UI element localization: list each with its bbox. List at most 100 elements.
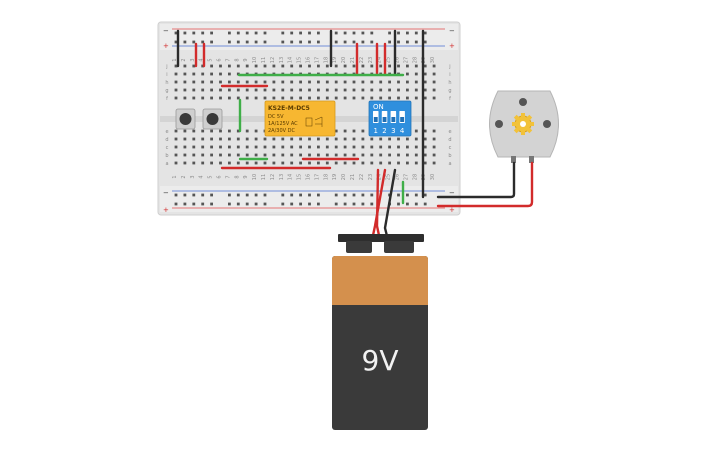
breadboard-hole <box>228 129 231 133</box>
column-number: 3 <box>190 175 196 178</box>
breadboard-hole <box>343 31 347 35</box>
breadboard-hole <box>352 80 356 84</box>
breadboard-hole <box>245 193 249 197</box>
dip-position-label: 3 <box>391 127 395 135</box>
breadboard-hole <box>183 193 187 197</box>
relay-schematic-icon <box>305 116 323 127</box>
breadboard-hole <box>352 153 356 157</box>
motor-wire-black[interactable] <box>436 161 516 199</box>
breadboard-hole <box>254 31 258 35</box>
breadboard-hole <box>370 64 374 68</box>
breadboard-hole <box>192 40 196 44</box>
breadboard-hole <box>290 153 294 157</box>
breadboard-hole <box>325 64 329 68</box>
breadboard-hole <box>254 80 258 84</box>
breadboard-hole <box>423 80 427 84</box>
breadboard-hole <box>406 96 409 100</box>
column-number: 20 <box>341 57 347 63</box>
rail-plus-label-right: + <box>449 42 455 50</box>
battery-9v[interactable]: 9V <box>332 234 428 430</box>
breadboard-hole <box>379 96 383 100</box>
breadboard-hole <box>174 40 178 44</box>
breadboard-hole <box>406 202 409 206</box>
breadboard-hole <box>308 31 311 35</box>
row-letter: i <box>449 72 450 78</box>
column-number: 6 <box>217 58 223 61</box>
breadboard-hole <box>432 145 436 149</box>
dip-toggle-knob[interactable] <box>391 117 396 122</box>
breadboard-hole <box>228 153 231 157</box>
breadboard-hole <box>397 193 400 197</box>
breadboard-hole <box>299 80 302 84</box>
breadboard-hole <box>228 137 231 141</box>
breadboard-hole <box>245 80 249 84</box>
column-number: 10 <box>252 174 258 180</box>
breadboard-hole <box>219 137 222 141</box>
motor-wire-red[interactable] <box>436 161 534 208</box>
dc-motor[interactable] <box>489 90 559 163</box>
dip-toggle-knob[interactable] <box>373 117 378 122</box>
dip-toggle-knob[interactable] <box>382 117 387 122</box>
column-number: 6 <box>217 175 223 178</box>
breadboard-hole <box>299 96 302 100</box>
jumper-wires[interactable] <box>176 29 425 205</box>
pushbutton-1[interactable] <box>175 108 196 130</box>
breadboard-hole <box>406 80 409 84</box>
breadboard-hole <box>192 88 196 92</box>
breadboard-hole <box>254 129 258 133</box>
breadboard-hole <box>254 145 258 149</box>
breadboard-hole <box>281 153 285 157</box>
breadboard-hole <box>406 88 409 92</box>
breadboard-hole <box>281 145 285 149</box>
breadboard-holes <box>174 31 436 206</box>
breadboard-hole <box>219 96 222 100</box>
breadboard-hole <box>245 40 249 44</box>
breadboard-hole <box>174 31 178 35</box>
breadboard-hole <box>379 161 383 165</box>
breadboard-hole <box>414 72 418 76</box>
breadboard-hole <box>397 40 400 44</box>
dip-toggle-knob[interactable] <box>400 117 405 122</box>
row-letter: a <box>165 161 168 167</box>
breadboard-hole <box>379 137 383 141</box>
column-number: 4 <box>199 58 205 61</box>
column-number: 15 <box>297 174 303 180</box>
breadboard-hole <box>432 137 436 141</box>
row-letter: a <box>448 161 451 167</box>
breadboard-hole <box>201 202 205 206</box>
breadboard-hole <box>263 145 267 149</box>
breadboard-hole <box>174 161 178 165</box>
breadboard-hole <box>210 96 213 100</box>
breadboard-hole <box>406 193 409 197</box>
column-number: 27 <box>403 57 409 63</box>
breadboard-hole <box>263 40 267 44</box>
breadboard-hole <box>183 88 187 92</box>
breadboard-hole <box>183 31 187 35</box>
breadboard-hole <box>272 88 276 92</box>
column-number: 16 <box>306 57 312 63</box>
breadboard-hole <box>192 193 196 197</box>
relay[interactable]: KS2E-M-DC5 DC 5V 1A/125V AC 2A/30V DC <box>264 100 336 137</box>
motor-screw-right <box>543 120 551 128</box>
breadboard-hole <box>281 193 285 197</box>
breadboard-hole <box>183 202 187 206</box>
breadboard-hole <box>201 31 205 35</box>
breadboard-hole <box>352 96 356 100</box>
breadboard-hole <box>236 80 240 84</box>
breadboard-hole <box>317 96 320 100</box>
motor-terminal-right <box>529 156 534 163</box>
breadboard-hole <box>308 137 311 141</box>
breadboard-hole <box>361 145 365 149</box>
breadboard-hole <box>299 202 302 206</box>
breadboard-hole <box>183 64 187 68</box>
breadboard-hole <box>290 31 294 35</box>
gear-tooth <box>525 126 533 134</box>
row-letter: b <box>165 153 168 159</box>
pushbutton-2[interactable] <box>202 108 223 130</box>
gear-tooth <box>513 126 521 134</box>
breadboard-hole <box>236 129 240 133</box>
